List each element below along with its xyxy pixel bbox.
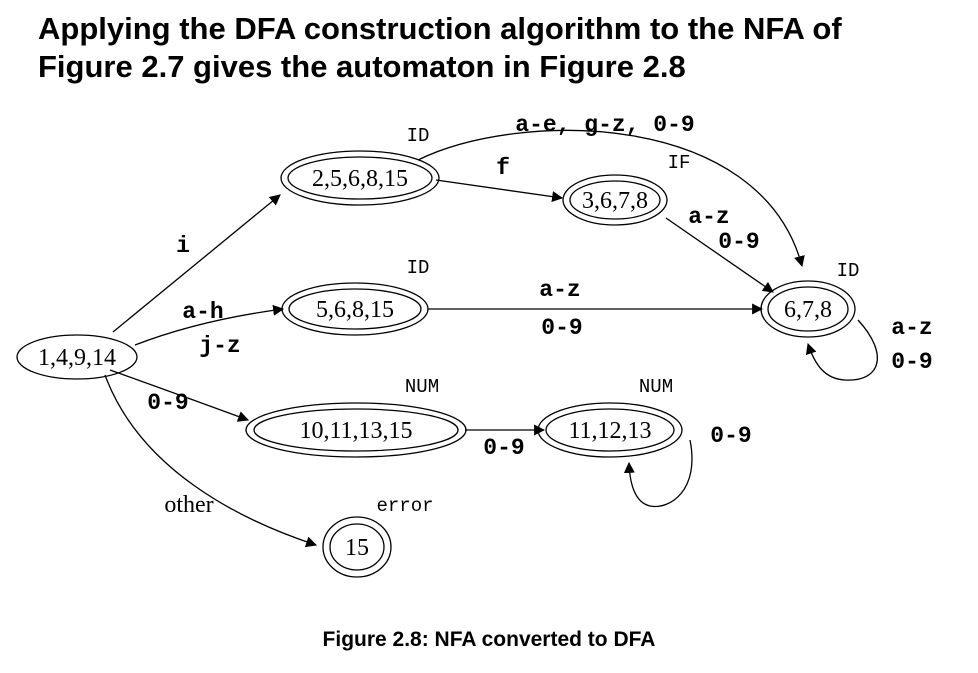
state-tag: ID <box>407 125 430 147</box>
state-label: 15 <box>345 535 369 561</box>
edge-label-loop-a-z: a-z <box>891 315 932 341</box>
state-111213: 11,12,13 NUM <box>537 376 683 458</box>
edge-label-id-0-9: 0-9 <box>541 315 582 341</box>
edge-111213-self-loop <box>623 439 693 508</box>
state-label: 3,6,7,8 <box>582 188 648 214</box>
edge-label-start-0-9: 0-9 <box>147 390 188 416</box>
heading-line-2: Figure 2.7 gives the automaton in Figure… <box>38 49 686 84</box>
state-tag: NUM <box>639 376 673 398</box>
state-tag: NUM <box>405 376 439 398</box>
state-tag: IF <box>668 152 691 174</box>
edge-start-to-15 <box>104 374 318 548</box>
slide-heading: Applying the DFA construction algorithm … <box>38 10 968 86</box>
edge-label-f: f <box>496 155 510 181</box>
edge-2568-15-to-678 <box>417 129 805 268</box>
edge-label-a-h: a-h <box>182 299 223 325</box>
state-tag: ID <box>407 257 430 279</box>
state-label: 1,4,9,14 <box>38 345 116 371</box>
edge-label-other: other <box>164 492 213 518</box>
state-15: 15 error <box>322 495 434 578</box>
edge-2568-15-to-3678 <box>435 179 564 203</box>
state-568-15: 5,6,8,15 ID <box>281 257 430 336</box>
state-tag: ID <box>837 260 860 282</box>
state-label: 10,11,13,15 <box>299 418 412 444</box>
edge-label-a-e-g-z-0-9: a-e, g-z, 0-9 <box>515 112 694 138</box>
state-3678: 3,6,7,8 IF <box>562 152 691 226</box>
figure-caption: Figure 2.8: NFA converted to DFA <box>322 628 656 651</box>
state-10111315: 10,11,13,15 NUM <box>245 376 467 458</box>
edge-label-j-z: j-z <box>199 333 240 359</box>
state-start: 1,4,9,14 <box>16 334 138 380</box>
edge-678-self-loop <box>805 319 878 381</box>
edge-start-to-568-15 <box>134 304 285 346</box>
state-label: 11,12,13 <box>568 418 651 444</box>
edge-label-loop-0-9: 0-9 <box>891 349 932 375</box>
state-678: 6,7,8 ID <box>760 260 860 338</box>
state-label: 6,7,8 <box>784 297 832 323</box>
heading-line-1: Applying the DFA construction algorithm … <box>38 11 842 46</box>
state-label: 5,6,8,15 <box>316 297 394 323</box>
edge-label-if-0-9: 0-9 <box>718 229 759 255</box>
edge-label-if-a-z: a-z <box>688 204 729 230</box>
edge-label-id-a-z: a-z <box>539 277 580 303</box>
edge-label-num-loop-0-9: 0-9 <box>710 423 751 449</box>
edge-3678-to-678 <box>665 217 774 293</box>
edge-start-to-2568-15 <box>112 194 281 333</box>
state-2568-15: 2,5,6,8,15 ID <box>280 125 440 206</box>
state-label: 2,5,6,8,15 <box>312 166 408 192</box>
state-tag: error <box>376 495 433 517</box>
edge-label-num-0-9: 0-9 <box>483 435 524 461</box>
edge-start-to-10111315 <box>109 369 250 422</box>
edge-label-i: i <box>176 233 190 259</box>
